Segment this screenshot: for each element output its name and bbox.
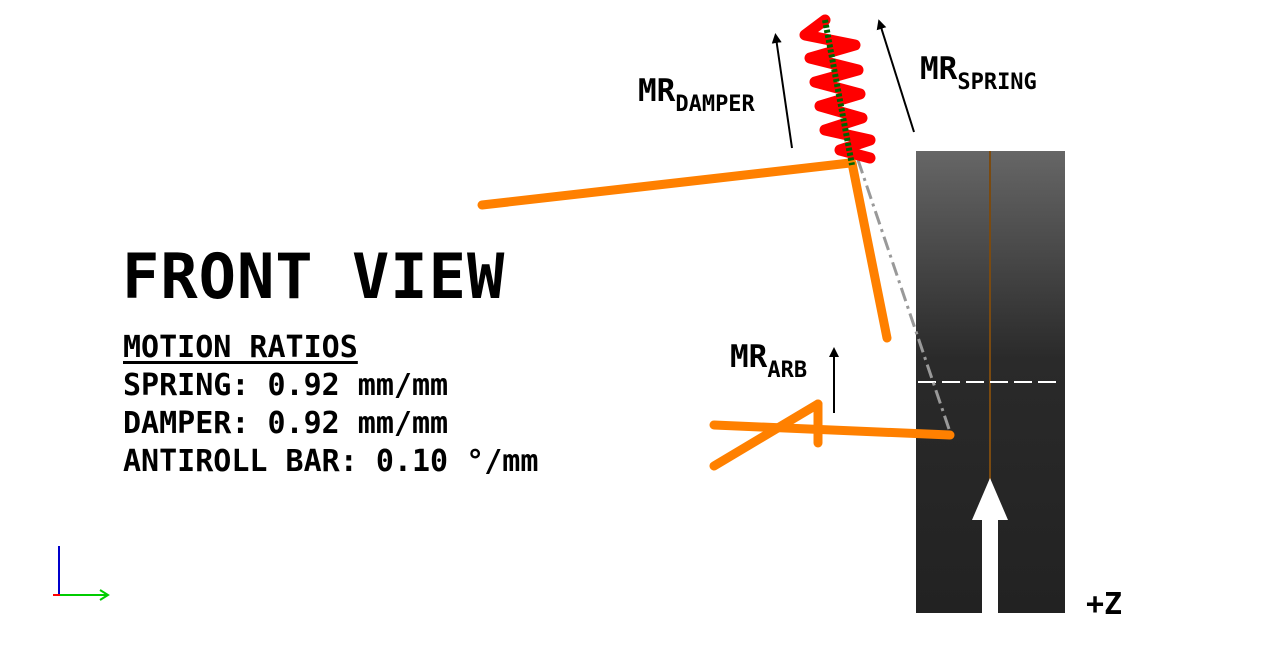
upright-link [847, 158, 892, 343]
spring-motion-ratio: SPRING: 0.92 mm/mm [123, 368, 449, 403]
mr-arb-label-sub: ARB [767, 358, 808, 383]
lower-control-arm [709, 399, 955, 471]
mr-damper-label: MRDAMPER [638, 73, 755, 116]
mr-arb-label: MRARB [730, 339, 807, 382]
motion-ratios-heading: MOTION RATIOS [123, 330, 358, 365]
spring-coil [799, 14, 876, 164]
direction-label: +Z [1086, 587, 1123, 622]
axis-triad [53, 546, 110, 601]
mr-damper-arrow [771, 33, 793, 149]
mr-spring-label-main: MR [920, 51, 958, 87]
damper-body [822, 19, 855, 166]
mr-damper-label-main: MR [638, 73, 676, 109]
mr-spring-label: MRSPRING [920, 51, 1037, 94]
spring-damper-unit [799, 14, 876, 166]
steering-axis [856, 159, 952, 433]
mr-damper-label-sub: DAMPER [675, 92, 755, 117]
travel-direction-arrow [972, 478, 1008, 613]
damper-motion-ratio: DAMPER: 0.92 mm/mm [123, 406, 449, 441]
mr-spring-arrow [876, 19, 915, 133]
mr-spring-label-sub: SPRING [957, 70, 1037, 95]
tire [916, 151, 1065, 613]
view-title: FRONT VIEW [122, 240, 506, 313]
upper-control-arm [477, 158, 855, 210]
antiroll-bar-motion-ratio: ANTIROLL BAR: 0.10 °/mm [123, 444, 539, 479]
mr-arb-label-main: MR [730, 339, 768, 375]
